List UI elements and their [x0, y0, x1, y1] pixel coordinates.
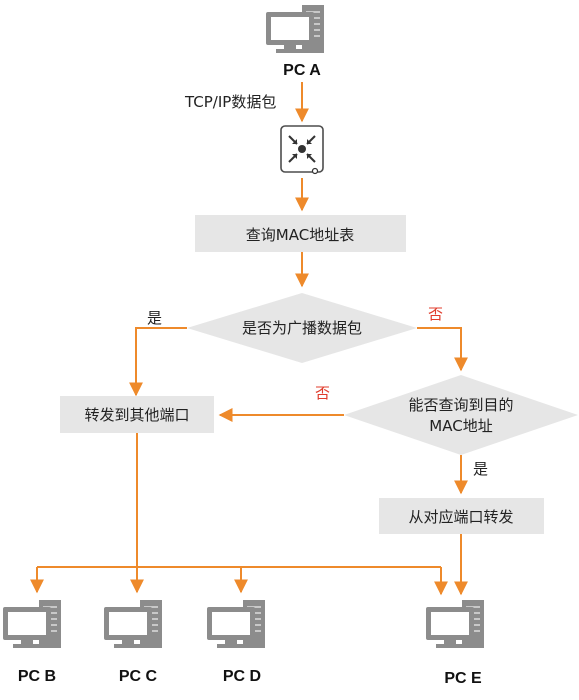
arrow-broadcast-no: [417, 327, 468, 372]
pc-b-icon: [3, 600, 61, 648]
pc-a-label: PC A: [283, 62, 321, 79]
broadcast-yes-label: 是: [147, 309, 162, 327]
pc-e-label: PC E: [444, 670, 482, 687]
lookup-box: [195, 215, 406, 252]
forward-port-box: [379, 498, 544, 534]
find-dest-decision: [344, 375, 578, 455]
forward-other-ports-box: [60, 396, 214, 433]
pc-b-label: PC B: [18, 668, 56, 685]
forward-other-ports-label: 转发到其他端口: [84, 406, 189, 424]
lookup-box-label: 查询MAC地址表: [246, 226, 354, 244]
pc-d-label: PC D: [223, 668, 261, 685]
pc-a-icon: [266, 5, 324, 53]
find-dest-line2: MAC地址: [429, 417, 492, 435]
switch-icon: [280, 125, 324, 175]
find-dest-line1: 能否查询到目的: [408, 396, 513, 414]
forward-port-label: 从对应端口转发: [408, 508, 513, 526]
pc-c-label: PC C: [119, 668, 158, 685]
broadcast-decision-label: 是否为广播数据包: [242, 319, 362, 337]
find-no-label: 否: [315, 384, 330, 402]
broadcast-decision: [187, 293, 417, 363]
arrow-broadcast-yes: [129, 327, 187, 397]
find-yes-label: 是: [473, 460, 488, 478]
pc-e-icon: [426, 600, 484, 648]
packet-label: TCP/IP数据包: [184, 93, 276, 111]
pc-c-icon: [104, 600, 162, 648]
broadcast-no-label: 否: [428, 305, 443, 323]
pc-d-icon: [207, 600, 265, 648]
